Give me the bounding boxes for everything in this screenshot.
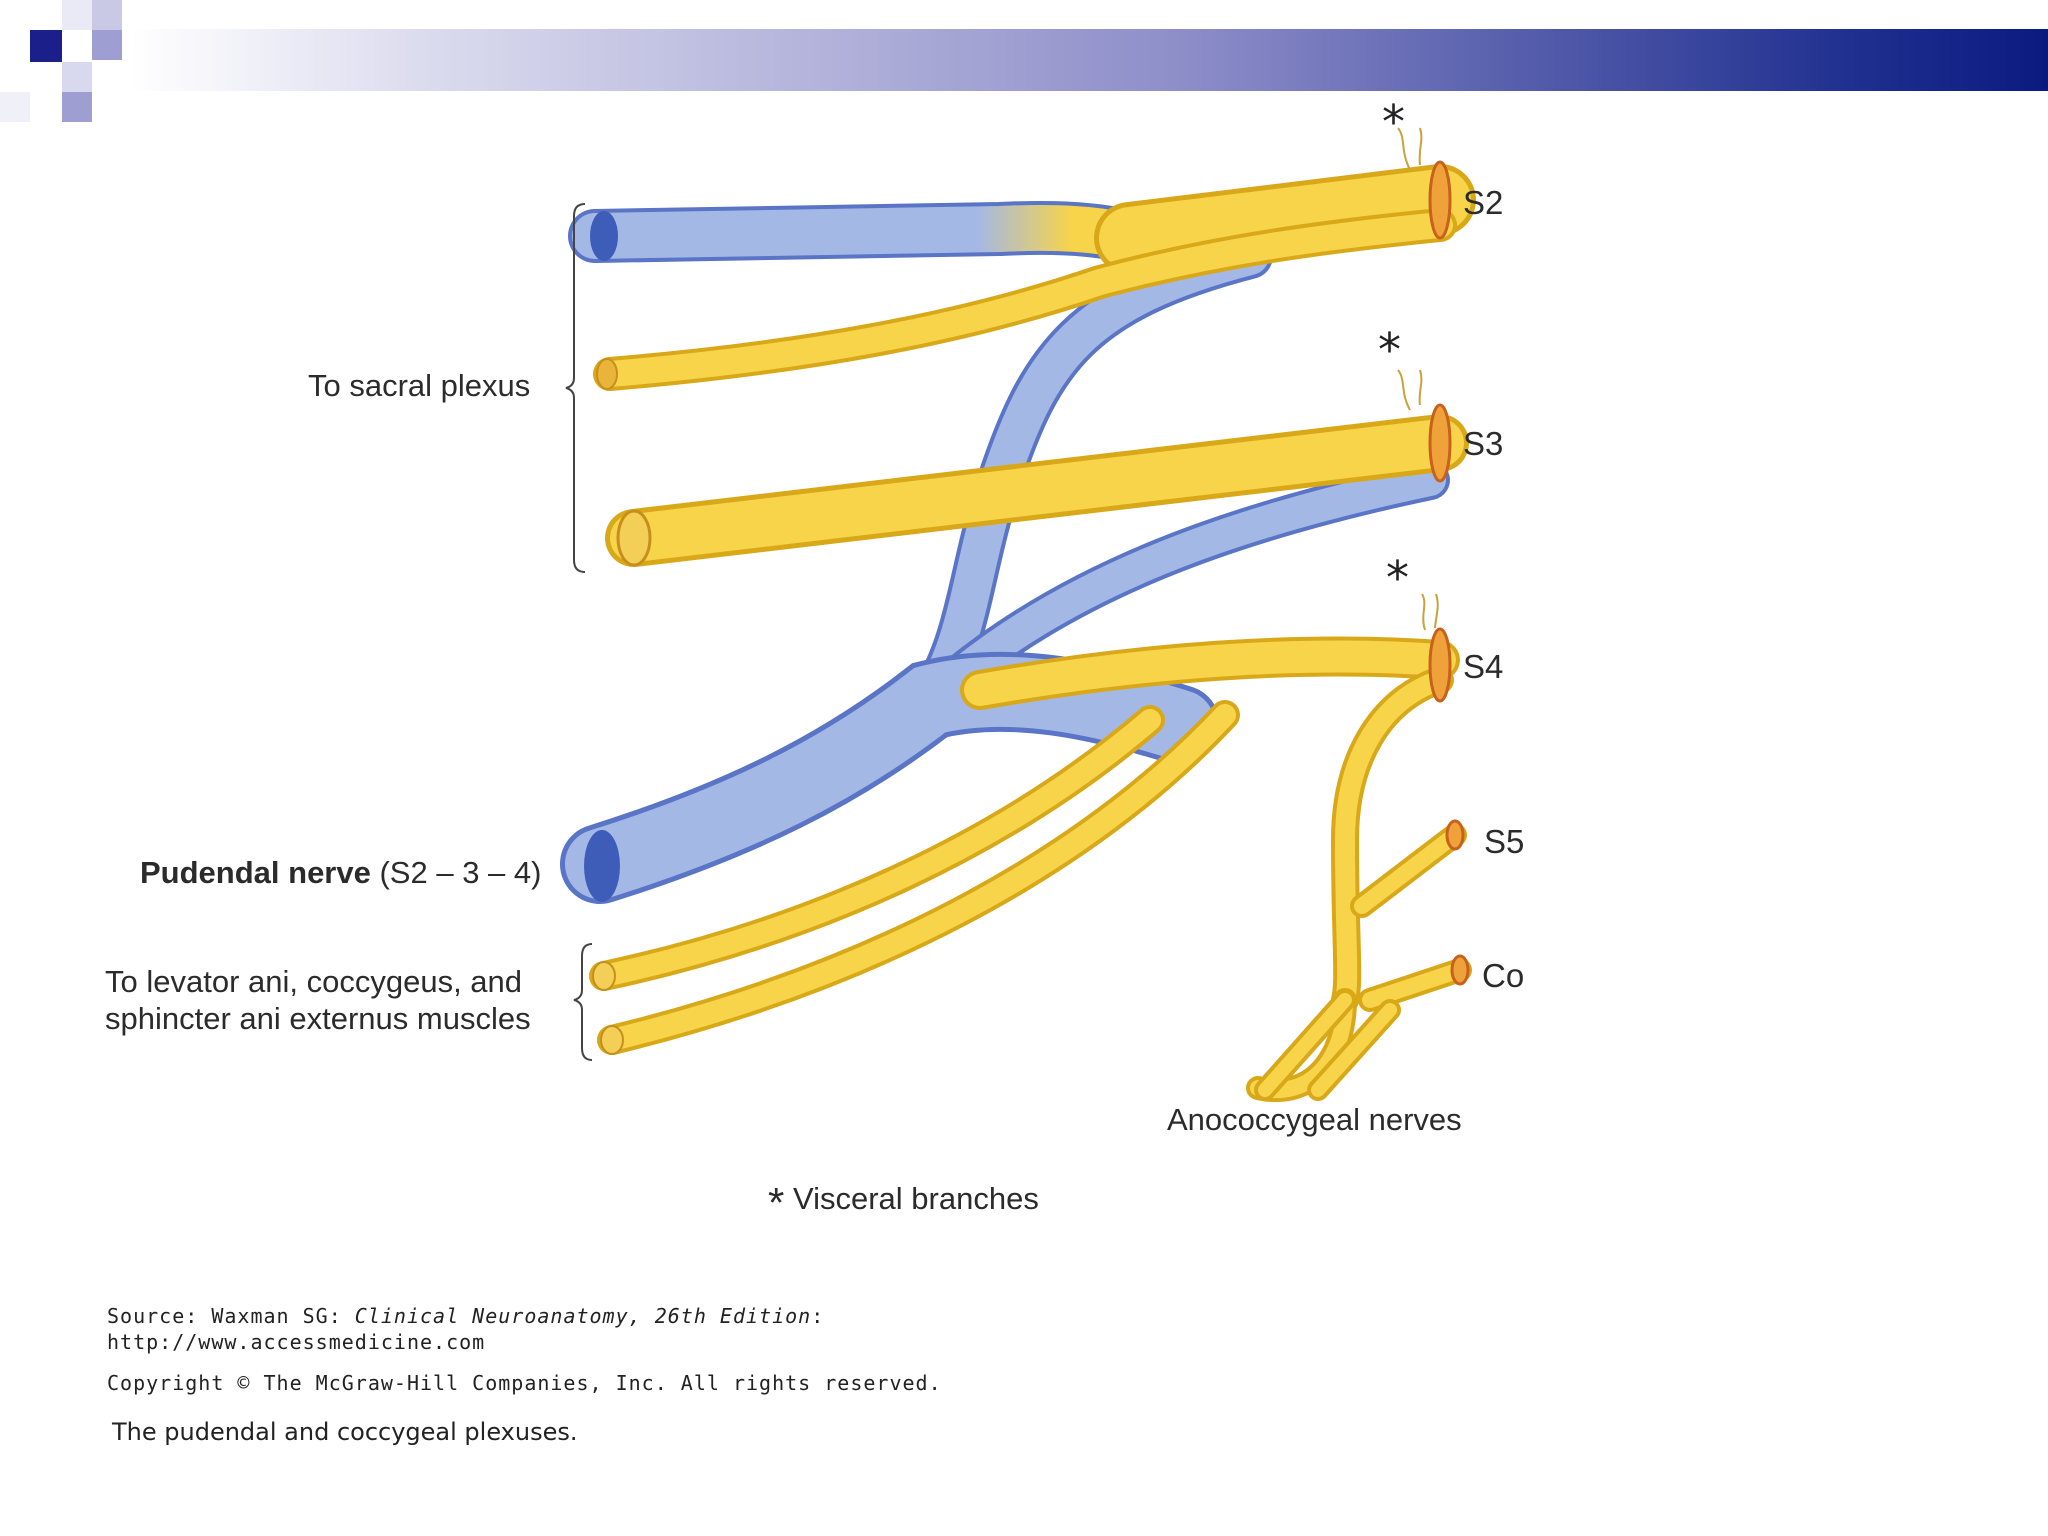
source-suffix: : — [811, 1304, 825, 1328]
visceral-star-icon: * — [1382, 95, 1405, 149]
header-gradient-bar — [130, 29, 2048, 91]
visceral-branch-twigs — [1397, 127, 1439, 631]
yellow-coccygeal-nerves — [1246, 666, 1472, 1102]
bracket-sacral-plexus — [565, 203, 586, 573]
visceral-star-icon: * — [768, 1179, 785, 1226]
header-square-light — [62, 92, 92, 122]
segment-label-co: Co — [1482, 957, 1525, 994]
visceral-star-icon: * — [1378, 323, 1401, 377]
header-square-light — [62, 0, 92, 30]
bracket-levator-muscles — [573, 943, 593, 1061]
label-pudendal-nerve: Pudendal nerve (S2 – 3 – 4) — [140, 854, 541, 892]
label-visceral-branches: * Visceral branches — [768, 1180, 1039, 1224]
nerve-cut-ends — [584, 211, 652, 1055]
spinal-root-ends — [1428, 160, 1470, 986]
source-prefix: Source: Waxman SG: — [107, 1304, 355, 1328]
yellow-sacral-nerves — [589, 164, 1476, 1055]
label-visceral-text: Visceral branches — [792, 1181, 1039, 1216]
label-levator-line2: sphincter ani externus muscles — [105, 1001, 531, 1036]
source-url: http://www.accessmedicine.com — [107, 1330, 486, 1354]
segment-label-s4: S4 — [1463, 648, 1504, 685]
copyright-notice: Copyright © The McGraw-Hill Companies, I… — [107, 1371, 942, 1395]
label-levator-line1: To levator ani, coccygeus, and — [105, 964, 523, 999]
label-anococcygeal: Anococcygeal nerves — [1167, 1102, 1462, 1137]
label-sacral-plexus: To sacral plexus — [308, 368, 531, 403]
segment-label-s2: S2 — [1463, 184, 1504, 221]
source-book-title: Clinical Neuroanatomy, 26th Edition — [354, 1304, 812, 1328]
label-pudendal-bold: Pudendal nerve — [140, 855, 371, 890]
segment-label-s5: S5 — [1484, 823, 1525, 860]
header-square-light — [92, 30, 122, 60]
header-square-light — [92, 0, 122, 30]
visceral-star-icon: * — [1386, 551, 1409, 605]
label-pudendal-range: (S2 – 3 – 4) — [379, 855, 542, 890]
segment-label-s3: S3 — [1463, 425, 1504, 462]
header-square-light — [62, 62, 92, 92]
figure-caption: The pudendal and coccygeal plexuses. — [112, 1418, 578, 1446]
header-square-light — [0, 92, 30, 122]
header-square-navy — [30, 30, 62, 62]
source-citation: Source: Waxman SG: Clinical Neuroanatomy… — [107, 1304, 824, 1328]
